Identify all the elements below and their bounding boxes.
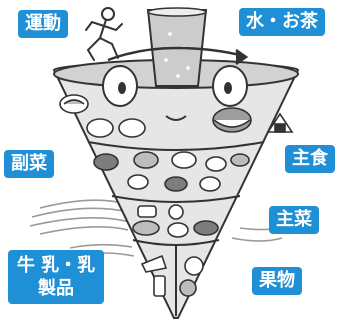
label-dairy: 牛 乳・乳製品 <box>8 250 104 304</box>
main-dish-items <box>132 204 219 238</box>
label-side-dish: 副菜 <box>4 150 54 178</box>
label-main-dish: 主菜 <box>269 206 319 234</box>
dairy-fruit-items <box>140 254 204 297</box>
label-water-tea: 水・お茶 <box>239 8 325 36</box>
tier-dividers <box>87 141 265 316</box>
rotation-arrow-icon <box>107 46 249 66</box>
label-fruit: 果物 <box>252 267 302 295</box>
label-exercise: 運動 <box>18 10 68 38</box>
staple-food-items <box>59 94 294 138</box>
running-figure-icon <box>85 7 123 61</box>
side-dish-items <box>93 151 250 192</box>
face-eyes-icon <box>102 65 248 121</box>
label-staple-food: 主食 <box>285 145 335 173</box>
